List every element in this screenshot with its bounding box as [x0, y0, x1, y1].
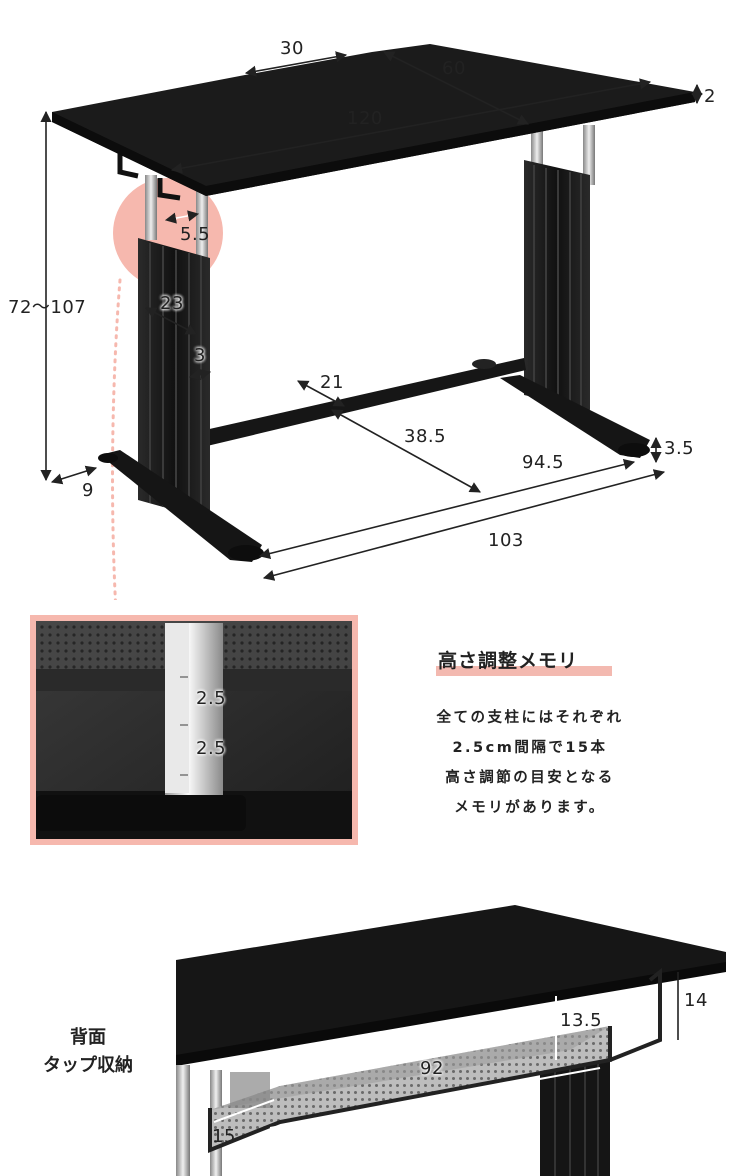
height-scale-desc-line-4: メモリがあります。	[454, 800, 606, 816]
height-scale-detail-photo	[30, 615, 358, 845]
height-scale-desc-line-3: 高さ調節の目安となる	[445, 770, 615, 786]
tray-dim-inner-height: 13.5	[560, 1010, 603, 1031]
right-leg	[500, 125, 650, 458]
tray-label-line-1: 背面	[70, 1027, 106, 1048]
dim-hook-width: 5.5	[180, 224, 211, 245]
crossbar	[205, 358, 526, 446]
height-scale-heading: 高さ調整メモリ	[438, 650, 579, 672]
dim-depth: 60	[442, 58, 466, 79]
tray-dim-depth: 15	[212, 1126, 236, 1147]
heading-underline	[436, 666, 612, 676]
dim-foot-offset: 9	[82, 480, 94, 501]
dim-inner-width: 94.5	[522, 452, 565, 473]
dim-leg-width: 23	[160, 293, 184, 314]
dim-leg-thickness: 3	[194, 345, 206, 366]
tray-label: 背面 タップ収納	[28, 1024, 148, 1080]
height-scale-desc-line-2: 2.5cm間隔で15本	[452, 740, 608, 756]
dim-foot-height: 3.5	[664, 438, 695, 459]
tray-dim-height: 14	[684, 990, 708, 1011]
dimension-arrows	[40, 51, 703, 581]
dim-height: 72〜107	[8, 297, 87, 318]
dim-top-thickness: 2	[704, 86, 716, 107]
dim-base-width: 103	[488, 530, 524, 551]
tray-label-line-2: タップ収納	[43, 1055, 133, 1076]
dim-notch-width: 30	[280, 38, 304, 59]
bag-hook	[117, 150, 181, 201]
dim-inner-depth: 38.5	[404, 426, 447, 447]
dim-crossbar-width: 21	[320, 372, 344, 393]
height-scale-desc-line-1: 全ての支柱にはそれぞれ	[436, 710, 624, 726]
detail-scale-step-2: 2.5	[196, 738, 227, 759]
desk-dimension-diagram	[40, 44, 703, 600]
zoom-leader-line	[111, 278, 122, 600]
tap-storage-tray-photo	[176, 905, 726, 1176]
tray-dim-length: 92	[420, 1058, 444, 1079]
detail-scale-step-1: 2.5	[196, 688, 227, 709]
dim-width: 120	[347, 108, 383, 129]
